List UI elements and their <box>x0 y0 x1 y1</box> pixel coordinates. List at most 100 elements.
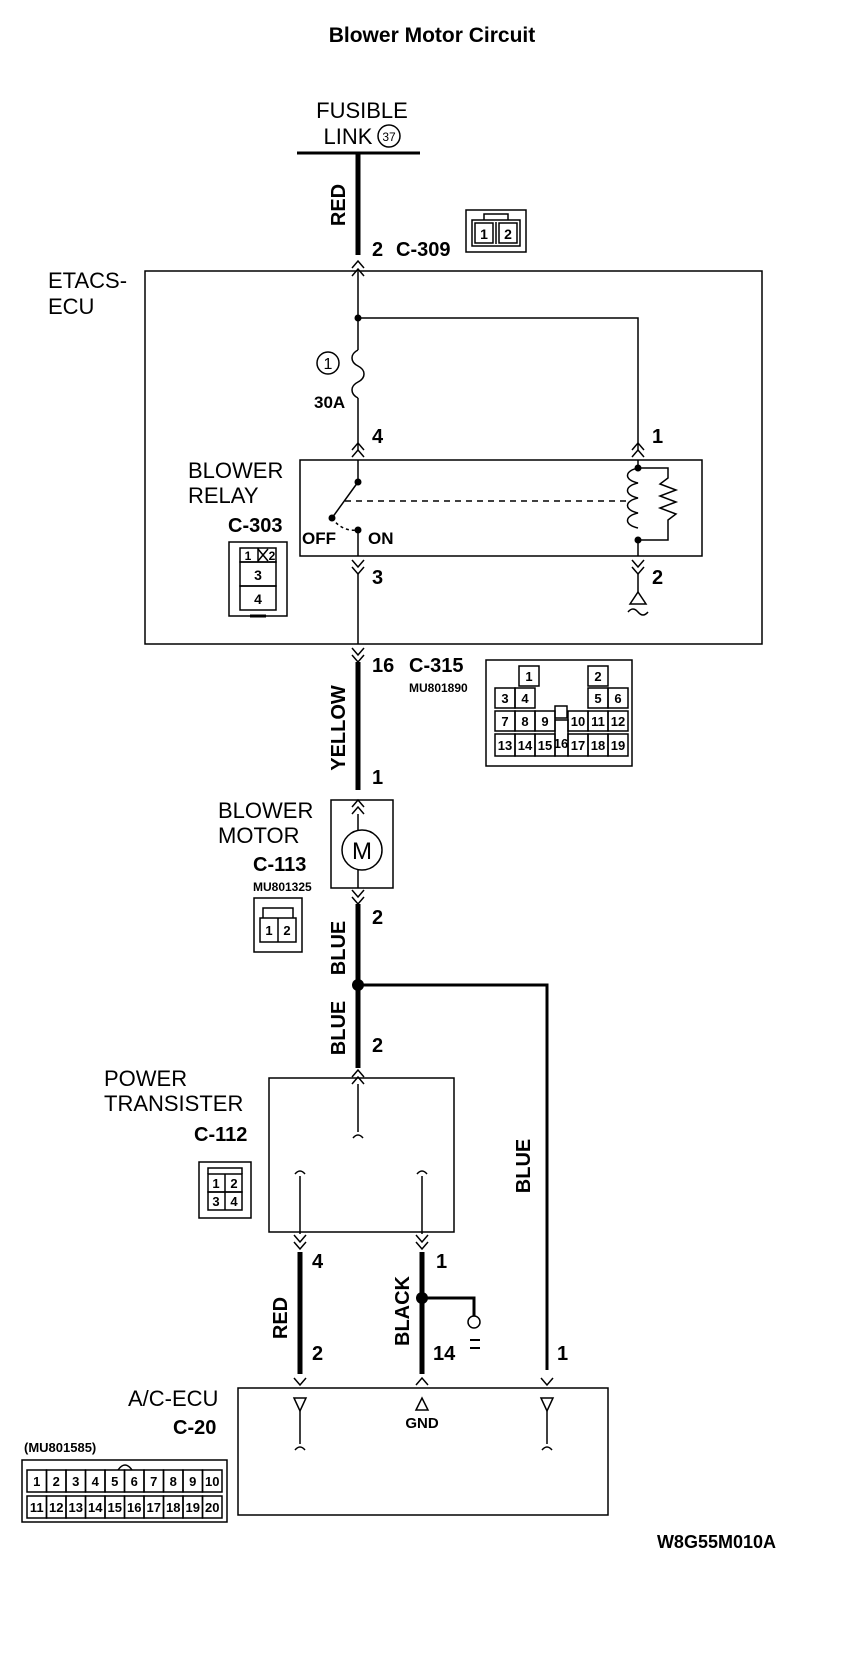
pin-1-relay: 1 <box>652 426 663 448</box>
ac-pin1-internal-break <box>541 1446 553 1451</box>
c309-pin-2: 2 <box>504 226 512 242</box>
motor-label-line1: BLOWER <box>218 798 313 823</box>
etacs-label-line2: ECU <box>48 294 94 319</box>
pin-2-power-transistor: 2 <box>372 1035 383 1057</box>
wire-label-blue-right: BLUE <box>513 1139 535 1193</box>
ac-pin1-connector-mark <box>540 1377 554 1387</box>
relay-label-line2: RELAY <box>188 483 259 508</box>
fusible-link-number: 37 <box>382 130 396 144</box>
blower-motor-box <box>330 799 394 889</box>
c20-part-number: (MU801585) <box>24 1440 96 1455</box>
connector-c309-label: C-309 <box>396 239 450 261</box>
relay-pin4-connector-mark <box>351 441 365 458</box>
wire-blue-branch <box>358 983 549 1370</box>
ac-ecu-connector-label: C-20 <box>173 1417 216 1439</box>
wire-label-blue-lower: BLUE <box>328 1001 350 1055</box>
fuse-rating: 30A <box>314 393 345 412</box>
c20-pin-15: 15 <box>108 1500 122 1515</box>
pin-1-ac-ecu: 1 <box>557 1343 568 1365</box>
c309-pin-1: 1 <box>480 226 488 242</box>
c303-pin-3: 3 <box>254 567 262 583</box>
power-transistor-connector-label: C-112 <box>194 1124 247 1146</box>
c303-pin-4: 4 <box>254 591 262 607</box>
c20-pin-19: 19 <box>186 1500 200 1515</box>
pt-pin1-connector-mark <box>415 1234 429 1251</box>
c315-pin-18: 18 <box>591 738 605 753</box>
motor-pin1-connector-mark <box>351 798 365 815</box>
pt-internal-break-4 <box>294 1170 306 1175</box>
connector-c113-icon: 1 2 <box>253 897 303 953</box>
relay-ground-wave <box>627 608 649 616</box>
c20-pin-18: 18 <box>166 1500 180 1515</box>
c112-pin-1: 1 <box>212 1176 219 1191</box>
pin-2-ac-ecu: 2 <box>312 1343 323 1365</box>
c112-pin-4: 4 <box>230 1194 238 1209</box>
wire-label-red-lower: RED <box>270 1297 292 1339</box>
pin-3-relay: 3 <box>372 567 383 589</box>
c20-pin-cell <box>201 1495 223 1519</box>
ground-branch-wire <box>422 1296 476 1316</box>
c112-pin-2: 2 <box>230 1176 237 1191</box>
motor-part-number: MU801325 <box>253 880 312 894</box>
pin-2-motor: 2 <box>372 907 383 929</box>
connector-c315-label: C-315 <box>409 655 463 677</box>
c113-pin-2: 2 <box>283 923 290 938</box>
pt-internal-break-in <box>352 1134 364 1139</box>
fuse-number: 1 <box>324 356 333 373</box>
power-transistor-label-line1: POWER <box>104 1066 187 1091</box>
c315-pin-7: 7 <box>501 714 508 729</box>
fusible-link-number-circle <box>377 124 401 148</box>
c20-pin-2: 2 <box>53 1474 60 1489</box>
fusible-link-label-line2: LINK <box>324 124 373 149</box>
ground-terminal-icon <box>467 1315 481 1329</box>
c315-pin-11: 11 <box>591 714 605 729</box>
motor-label-line2: MOTOR <box>218 823 299 848</box>
c315-pin-2: 2 <box>594 669 601 684</box>
c20-pin-13: 13 <box>69 1500 83 1515</box>
relay-pin2-connector-mark <box>631 559 645 576</box>
diagram-title: Blower Motor Circuit <box>329 24 536 47</box>
c20-pin-17: 17 <box>147 1500 161 1515</box>
c315-pin-13: 13 <box>498 738 512 753</box>
c315-pin-14: 14 <box>518 738 533 753</box>
c20-pin-6: 6 <box>131 1474 138 1489</box>
connector-c315-part: MU801890 <box>409 681 468 695</box>
wire-label-yellow: YELLOW <box>328 685 350 771</box>
c20-pin-9: 9 <box>189 1474 196 1489</box>
ac-ecu-box <box>237 1387 609 1516</box>
connector-c303-icon: 1 2 3 4 <box>228 541 288 618</box>
wire-label-blue-upper: BLUE <box>328 921 350 975</box>
c303-pin-1: 1 <box>245 549 252 563</box>
c20-pin-8: 8 <box>170 1474 177 1489</box>
relay-coil-icon <box>626 467 639 529</box>
pin-1-power-transistor: 1 <box>436 1251 447 1273</box>
pt-internal-break-1 <box>416 1170 428 1175</box>
c315-pin-5: 5 <box>594 691 601 706</box>
ac-pin2-connector-mark <box>293 1377 307 1387</box>
ac-pin2-internal-break <box>294 1446 306 1451</box>
power-transistor-label-line2: TRANSISTER <box>104 1091 243 1116</box>
c20-pin-14: 14 <box>88 1500 103 1515</box>
power-transistor-box <box>268 1077 455 1233</box>
relay-connector-label: C-303 <box>228 515 282 537</box>
c315-pin-6: 6 <box>614 691 621 706</box>
c20-pin-cell <box>201 1469 223 1493</box>
c315-pin-8: 8 <box>521 714 528 729</box>
blower-motor-icon <box>341 829 383 871</box>
c315-pin-12: 12 <box>611 714 625 729</box>
c20-pin-10: 10 <box>205 1474 219 1489</box>
pin-1-motor: 1 <box>372 767 383 789</box>
etacs-entry-connector-mark <box>351 259 365 277</box>
pin-16-c315: 16 <box>372 655 394 677</box>
ac-pin2-terminal-icon <box>292 1397 308 1413</box>
c20-pin-1: 1 <box>33 1474 40 1489</box>
relay-ground-icon <box>628 590 648 605</box>
pin-4-power-transistor: 4 <box>312 1251 324 1273</box>
fuse-icon <box>351 349 365 399</box>
relay-pin3-connector-mark <box>351 559 365 576</box>
c20-pin-11: 11 <box>30 1500 44 1515</box>
